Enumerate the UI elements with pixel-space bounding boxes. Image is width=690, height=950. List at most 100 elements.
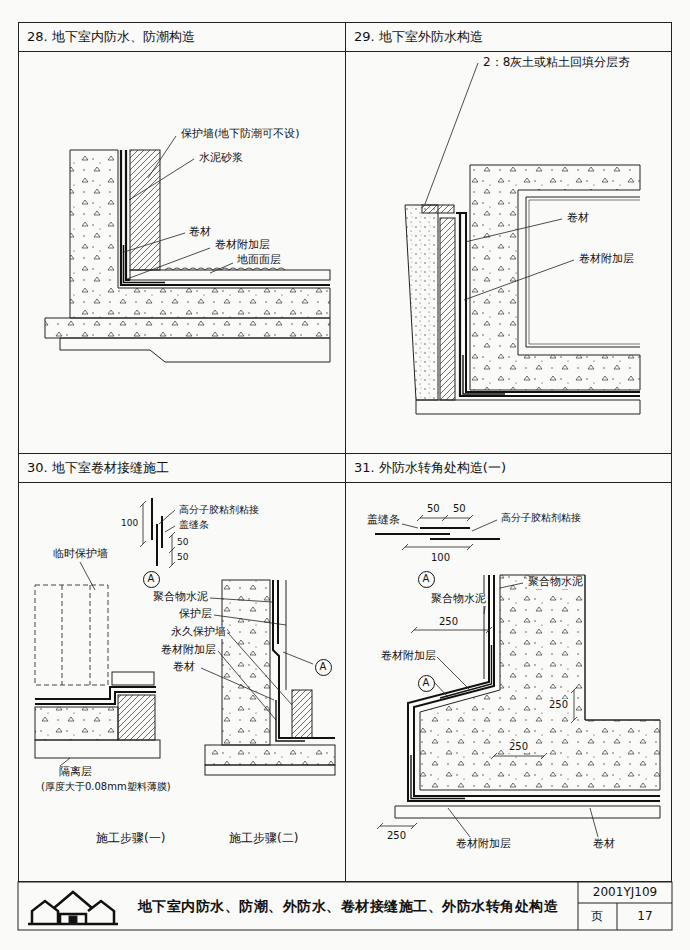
- seam-construction-detail: [201, 598, 313, 720]
- corner-waterproof-detail: [430, 538, 500, 540]
- seam-construction-detail: [222, 580, 270, 745]
- part-label: 卷材附加层: [578, 253, 635, 266]
- part-label: 聚合物水泥: [152, 591, 209, 604]
- title-block-cell: 2001YJ109: [592, 886, 658, 900]
- part-label: 50: [176, 552, 189, 562]
- exterior-waterproof-detail: [470, 165, 640, 390]
- part-label: 卷材: [592, 838, 616, 851]
- callout-letter: A: [423, 678, 430, 688]
- corner-waterproof-detail: [417, 515, 473, 521]
- seam-construction-detail: [286, 580, 287, 690]
- part-label: 卷材附加层: [214, 239, 271, 252]
- corner-waterproof-detail: [420, 575, 660, 790]
- part-label: 施工步骤(一): [95, 832, 166, 846]
- corner-waterproof-detail: [484, 575, 485, 679]
- corner-waterproof-detail: [414, 575, 660, 796]
- part-label: 高分子胶粘剂粘接: [500, 512, 582, 524]
- seam-construction-detail: [273, 580, 335, 738]
- seam-construction-detail: [151, 498, 153, 540]
- interior-waterproof-detail: [121, 150, 330, 285]
- part-label: 聚合物水泥: [527, 576, 584, 589]
- title-block: [28, 892, 118, 924]
- part-label: 卷材附加层: [380, 650, 437, 663]
- exterior-waterproof-detail: [405, 63, 640, 414]
- exterior-waterproof-detail: [529, 200, 640, 344]
- interior-waterproof-detail: [70, 150, 330, 318]
- corner-waterproof-detail: [375, 533, 450, 535]
- part-label: 永久保护墙: [170, 626, 227, 639]
- interior-waterproof-detail: [130, 270, 330, 280]
- seam-construction-detail: [112, 672, 154, 685]
- detail-panel: 30. 地下室卷材接缝施工AA: [18, 453, 346, 882]
- corner-waterproof-detail: [491, 753, 547, 759]
- part-label: 盖缝条: [178, 519, 210, 531]
- corner-waterproof-detail: [375, 515, 660, 837]
- seam-construction-detail: [62, 585, 90, 685]
- corner-waterproof-detail: [585, 575, 660, 720]
- seam-construction-detail: [156, 524, 158, 566]
- detail-callout: A: [418, 675, 435, 692]
- seam-construction-detail: [159, 510, 175, 532]
- panel-heading: 31. 外防水转角处构造(一): [346, 454, 671, 483]
- seam-construction-detail: [35, 707, 118, 740]
- exterior-waterproof-detail: [416, 400, 640, 414]
- seam-construction-detail: [140, 501, 146, 547]
- interior-waterproof-detail: [45, 318, 330, 338]
- detail-panel: 31. 外防水转角处构造(一) A A: [345, 453, 672, 882]
- part-label: 临时保护墙: [52, 548, 109, 561]
- title-block: [18, 882, 672, 930]
- title-block: [18, 882, 672, 930]
- seam-construction-detail: [118, 695, 155, 740]
- part-label: 卷材: [566, 212, 590, 225]
- title-block-cell: 页: [590, 910, 604, 924]
- part-label: 卷材附加层: [455, 838, 512, 851]
- part-label: 50: [426, 503, 441, 515]
- part-label: 卷材附加层: [160, 644, 217, 657]
- seam-construction-detail: [35, 585, 108, 685]
- seam-construction-detail: [60, 562, 95, 766]
- seam-construction-detail: [35, 740, 160, 758]
- part-label: 保护层: [178, 608, 213, 621]
- part-label: 隔离层: [58, 766, 93, 779]
- corner-waterproof-detail: [395, 806, 660, 818]
- exterior-waterproof-detail: [461, 213, 640, 392]
- exterior-waterproof-detail: [526, 197, 640, 347]
- part-label: 施工步骤(二): [228, 832, 299, 846]
- part-label: 250: [548, 699, 569, 711]
- callout-letter: A: [423, 574, 430, 584]
- corner-waterproof-detail: [411, 627, 492, 633]
- seam-construction-detail: [169, 532, 175, 568]
- exterior-waterproof-detail: [440, 218, 455, 400]
- part-label: 高分子胶粘剂粘接: [178, 504, 260, 516]
- detail-callout: A: [143, 571, 160, 588]
- part-label: 聚合物水泥: [430, 593, 487, 606]
- detail-callout: A: [315, 659, 332, 676]
- part-label: 100: [120, 518, 139, 528]
- exterior-waterproof-detail: [422, 205, 454, 213]
- corner-waterproof-detail: [377, 823, 417, 829]
- interior-waterproof-detail: [130, 150, 160, 270]
- panel-heading: 28. 地下室内防水、防潮构造: [19, 23, 345, 52]
- interior-waterproof-detail: [165, 268, 285, 270]
- title-block: [578, 882, 672, 930]
- corner-waterproof-detail: [402, 520, 497, 531]
- part-label: 100: [430, 552, 451, 564]
- seam-construction-detail: [292, 690, 312, 738]
- detail-callout: A: [418, 571, 435, 588]
- corner-waterproof-detail: [420, 527, 470, 529]
- interior-waterproof-detail: [124, 136, 233, 279]
- title-block: [69, 916, 77, 924]
- part-label: 保护墙(地下防潮可不设): [180, 128, 301, 141]
- detail-panel: 29. 地下室外防水构造: [345, 22, 672, 454]
- corner-waterproof-detail: [402, 544, 473, 550]
- exterior-waterproof-detail: [405, 205, 438, 400]
- part-label: 250: [386, 830, 407, 842]
- callout-letter: A: [320, 662, 327, 672]
- corner-waterproof-detail: [571, 687, 577, 723]
- detail-panel: 28. 地下室内防水、防潮构造: [18, 22, 346, 454]
- panel-heading: 29. 地下室外防水构造: [346, 23, 671, 52]
- exterior-waterproof-detail: [425, 63, 574, 300]
- part-label: 卷材: [188, 226, 212, 239]
- part-label: 250: [438, 616, 459, 628]
